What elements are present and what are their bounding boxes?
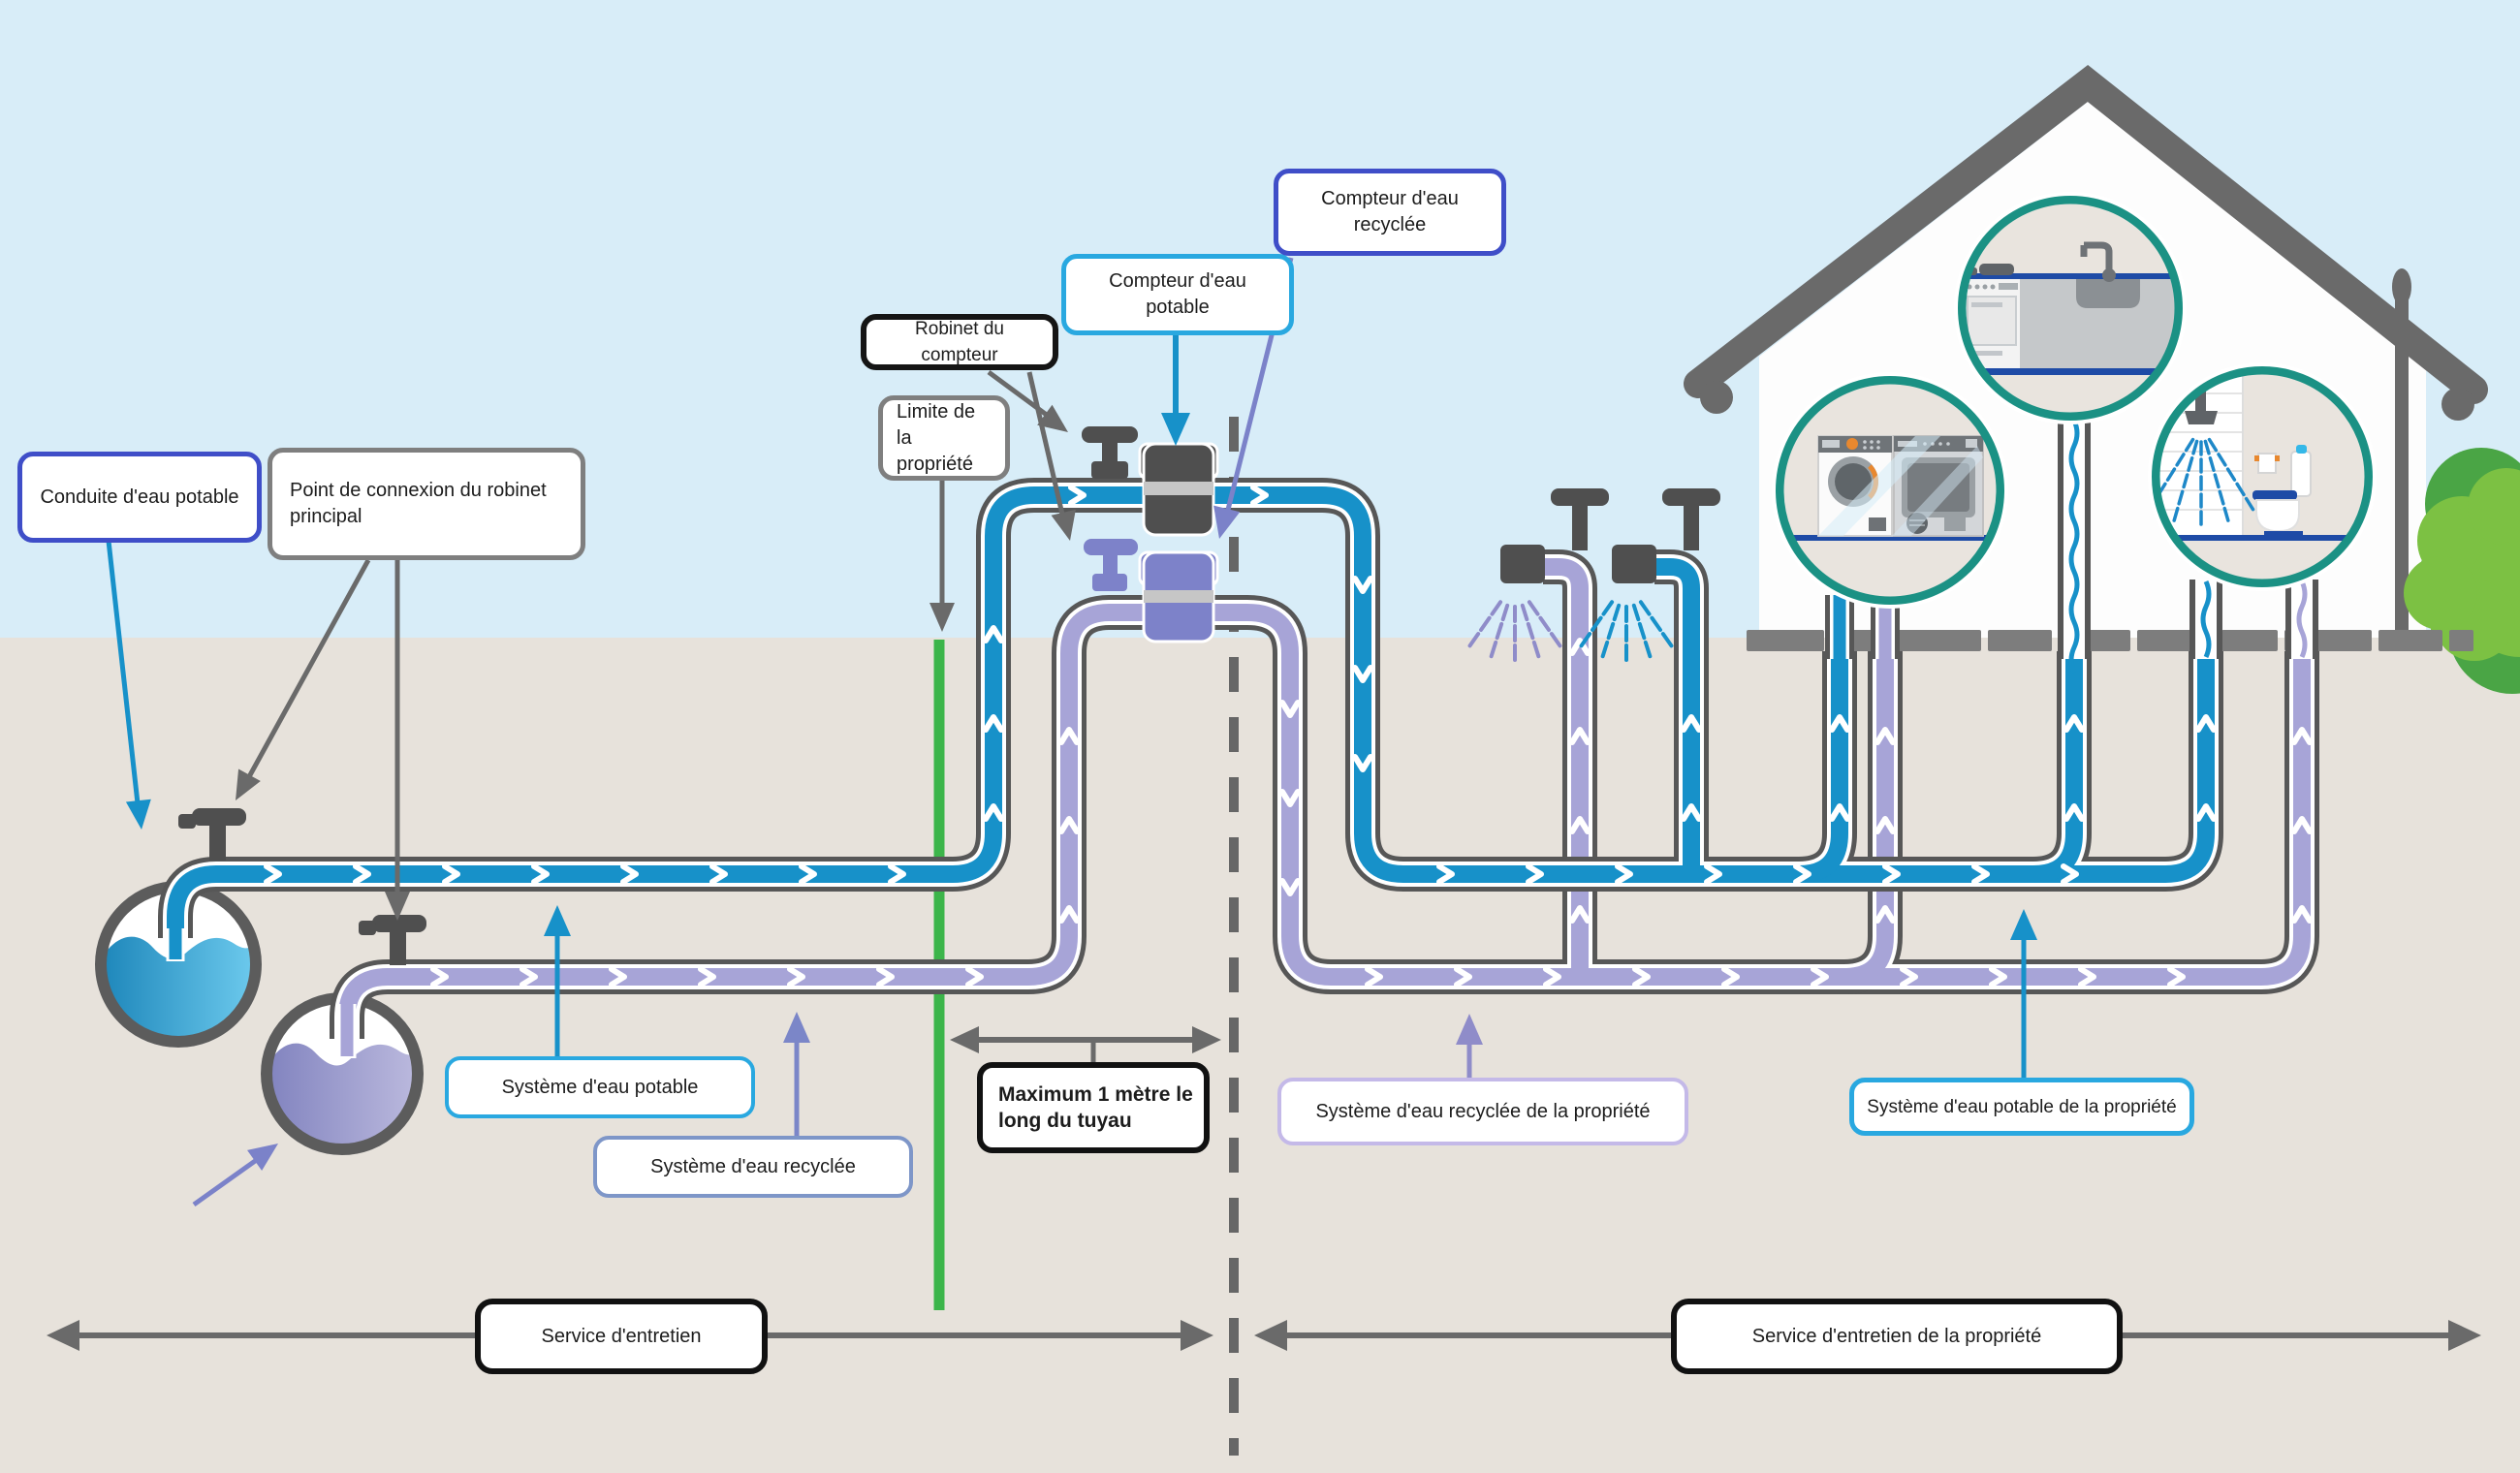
gutter-left-icon — [1700, 381, 1733, 414]
garden-tap-recycled-icon — [1500, 488, 1609, 583]
leader-lines — [106, 257, 2037, 1207]
label-robinet-du-compteur: Robinet du compteur — [861, 314, 1058, 370]
label-systeme-eau-recyclee-propriete: Système d'eau recyclée de la propriété — [1277, 1078, 1688, 1145]
bush — [2404, 448, 2520, 694]
gutter-right-icon — [2441, 388, 2474, 421]
garden-spray-recycled — [1467, 600, 1562, 662]
label-systeme-eau-recyclee: Système d'eau recyclée — [593, 1136, 913, 1198]
room-kitchen-circle — [1954, 192, 2187, 424]
potable-water-tank — [95, 881, 262, 1048]
main-tap-connection-recycled-icon — [359, 915, 426, 965]
recycled-water-tank — [261, 992, 424, 1155]
house-floor-bricks — [1747, 630, 2473, 651]
meter-tap-potable-icon — [1082, 426, 1138, 479]
house-roof — [1684, 64, 2488, 404]
meter-tap-recycled-icon — [1084, 539, 1138, 591]
garden-tap-potable-icon — [1612, 488, 1720, 583]
max-1m-dimension-arrow — [950, 1026, 1221, 1062]
main-tap-connection-potable-icon — [178, 808, 246, 861]
label-service-entretien: Service d'entretien — [475, 1299, 768, 1374]
label-systeme-eau-potable: Système d'eau potable — [445, 1056, 755, 1118]
label-service-entretien-propriete: Service d'entretien de la propriété — [1671, 1299, 2123, 1374]
room-bathroom-circle — [2148, 362, 2377, 591]
potable-water-meter — [1138, 442, 1219, 537]
label-systeme-eau-potable-propriete: Système d'eau potable de la propriété — [1849, 1078, 2194, 1136]
recycled-water-meter — [1138, 550, 1219, 643]
label-compteur-eau-recyclee: Compteur d'eau recyclée — [1274, 169, 1506, 256]
label-compteur-eau-potable: Compteur d'eau potable — [1061, 254, 1294, 335]
label-conduite-eau-potable: Conduite d'eau potable — [17, 452, 262, 543]
room-laundry-circle — [1772, 372, 2008, 609]
downspout-pipe-icon — [2395, 291, 2409, 636]
garden-spray-potable — [1579, 600, 1674, 662]
